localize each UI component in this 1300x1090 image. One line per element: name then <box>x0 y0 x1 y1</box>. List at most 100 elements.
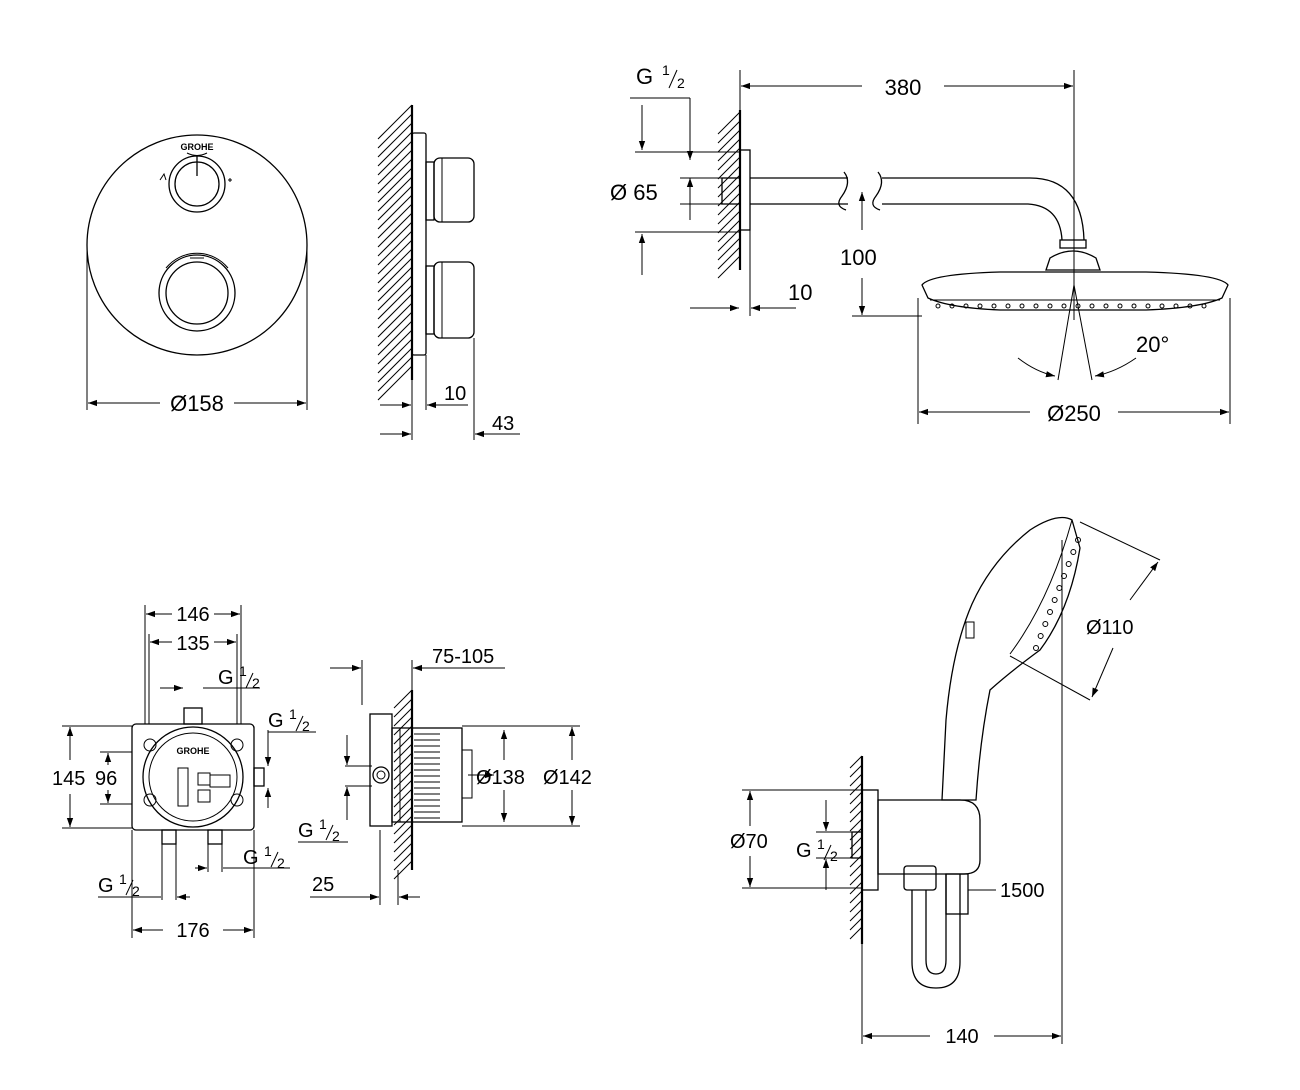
hand-spray-nozzle <box>1065 561 1072 567</box>
wall-hatch-line <box>717 165 741 189</box>
wall-hatch-line <box>849 755 863 769</box>
spray-nozzle <box>935 303 941 309</box>
wall-hatch-line <box>849 782 863 796</box>
spray-nozzle <box>1019 303 1025 309</box>
wall-hatch-line <box>377 257 413 293</box>
hand-thread-label: G <box>796 840 812 862</box>
spray-nozzle <box>1103 303 1109 309</box>
wall-hatch-line <box>393 842 413 862</box>
rough-in-brand-logo: GROHE <box>176 746 209 756</box>
hand-shower-view: Ø110 Ø70 G 1 2 1500 140 <box>730 516 1161 1048</box>
wall-hatch-line <box>393 725 413 745</box>
wall-hatch-line <box>377 347 413 383</box>
wall-hatch-line <box>377 221 413 257</box>
wall-hatch-line <box>377 293 413 329</box>
hand-spray-nozzle <box>1056 585 1063 591</box>
spray-nozzle <box>1117 303 1123 309</box>
rough-bottom-thread-left: G <box>98 875 114 897</box>
wall-hatch-line <box>717 156 741 180</box>
rough-side-thread-num: 1 <box>289 706 297 722</box>
rough-bottom-left-num: 1 <box>119 871 127 887</box>
hand-spray-nozzle <box>1047 609 1053 615</box>
spray-nozzle <box>1145 303 1151 309</box>
wall-hatch-line <box>717 138 741 162</box>
wall-hatch-line <box>377 320 413 356</box>
wall-hatch-line <box>393 698 413 718</box>
depth-range-label: 75-105 <box>432 646 494 668</box>
rough-side-frac-num: 1 <box>319 816 327 832</box>
wall-hatch-line <box>849 809 863 823</box>
wall-hatch-line <box>849 872 863 886</box>
head-thread-num: 1 <box>662 62 670 78</box>
rough-side-thread: G <box>268 710 284 732</box>
thermostat-diameter-label: Ø158 <box>170 391 224 416</box>
spray-nozzle <box>991 303 997 309</box>
wall-hatch-line <box>377 149 413 185</box>
wall-hatch-line <box>393 851 413 871</box>
wall-hatch-line <box>393 743 413 763</box>
wall-hatch-line <box>393 788 413 808</box>
wall-hatch-line <box>393 752 413 772</box>
spray-nozzle <box>1089 303 1095 309</box>
wall-hatch-line <box>393 689 413 709</box>
rough-side-frac-den: 2 <box>332 828 340 844</box>
flange-offset-label: 10 <box>788 280 812 305</box>
head-shower-view: 380 G 1 2 Ø 65 10 100 20° Ø250 <box>610 62 1231 426</box>
wall-hatch-line <box>393 833 413 853</box>
wall-hatch-line <box>377 338 413 374</box>
wall-hatch-line <box>849 899 863 913</box>
wall-hatch-line <box>849 908 863 922</box>
wall-hatch-line <box>849 854 863 868</box>
hose-length-label: 1500 <box>1000 880 1045 902</box>
arm-length-label: 380 <box>885 75 922 100</box>
spray-nozzle <box>1159 303 1165 309</box>
rough-width-inner-label: 135 <box>176 633 209 655</box>
spray-nozzle <box>1187 303 1193 309</box>
wall-hatch-line <box>377 248 413 284</box>
wall-hatch-line <box>377 329 413 365</box>
wall-hatch-line <box>393 707 413 727</box>
wall-hatch-line <box>849 917 863 931</box>
wall-hatch-line <box>377 104 413 140</box>
rough-in-side-view: 75-105 Ø138 Ø142 G 1 2 25 <box>298 646 592 905</box>
rough-min-depth-label: 25 <box>312 874 334 896</box>
wall-hatch-line <box>377 302 413 338</box>
wall-hatch-line <box>393 824 413 844</box>
rough-bottom-right-den: 2 <box>277 855 285 871</box>
wall-hatch-line <box>377 185 413 221</box>
spray-nozzle <box>1173 303 1179 309</box>
rough-inner-diameter-label: Ø138 <box>476 767 525 789</box>
wall-hatch-line <box>849 764 863 778</box>
rough-bottom-right-num: 1 <box>264 843 272 859</box>
wall-hatch-line <box>377 212 413 248</box>
wall-hatch-line <box>717 228 741 252</box>
spray-nozzle <box>1005 303 1011 309</box>
wall-hatch-line <box>377 284 413 320</box>
spray-nozzle <box>949 303 955 309</box>
hand-spray-nozzle <box>1042 621 1049 627</box>
wall-hatch-line <box>717 219 741 243</box>
rough-height-inner-label: 96 <box>95 768 117 790</box>
wall-hatch-line <box>377 365 413 401</box>
hand-thread-den: 2 <box>830 848 838 864</box>
wall-hatch-line <box>717 246 741 270</box>
brand-logo: GROHE <box>180 142 213 152</box>
spray-nozzle <box>1033 303 1039 309</box>
spray-nozzle <box>963 303 969 309</box>
wall-hatch-line <box>377 356 413 392</box>
wall-hatch-line <box>717 210 741 234</box>
tilt-angle-label: 20° <box>1136 332 1169 357</box>
hand-spray-nozzle <box>1033 645 1039 651</box>
wall-hatch-line <box>377 239 413 275</box>
hand-spray-nozzle <box>1037 633 1044 639</box>
rough-top-thread: G <box>218 667 234 689</box>
wall-hatch-line <box>717 147 741 171</box>
projection-label: 140 <box>945 1026 978 1048</box>
wall-hatch-line <box>393 779 413 799</box>
wall-hatch-line <box>377 266 413 302</box>
rough-in-front-view: GROHE 146 135 G 1 2 G 1 2 <box>52 604 316 942</box>
wall-hatch-line <box>393 860 413 880</box>
wall-hatch-line <box>717 120 741 144</box>
wall-hatch-line <box>377 167 413 203</box>
